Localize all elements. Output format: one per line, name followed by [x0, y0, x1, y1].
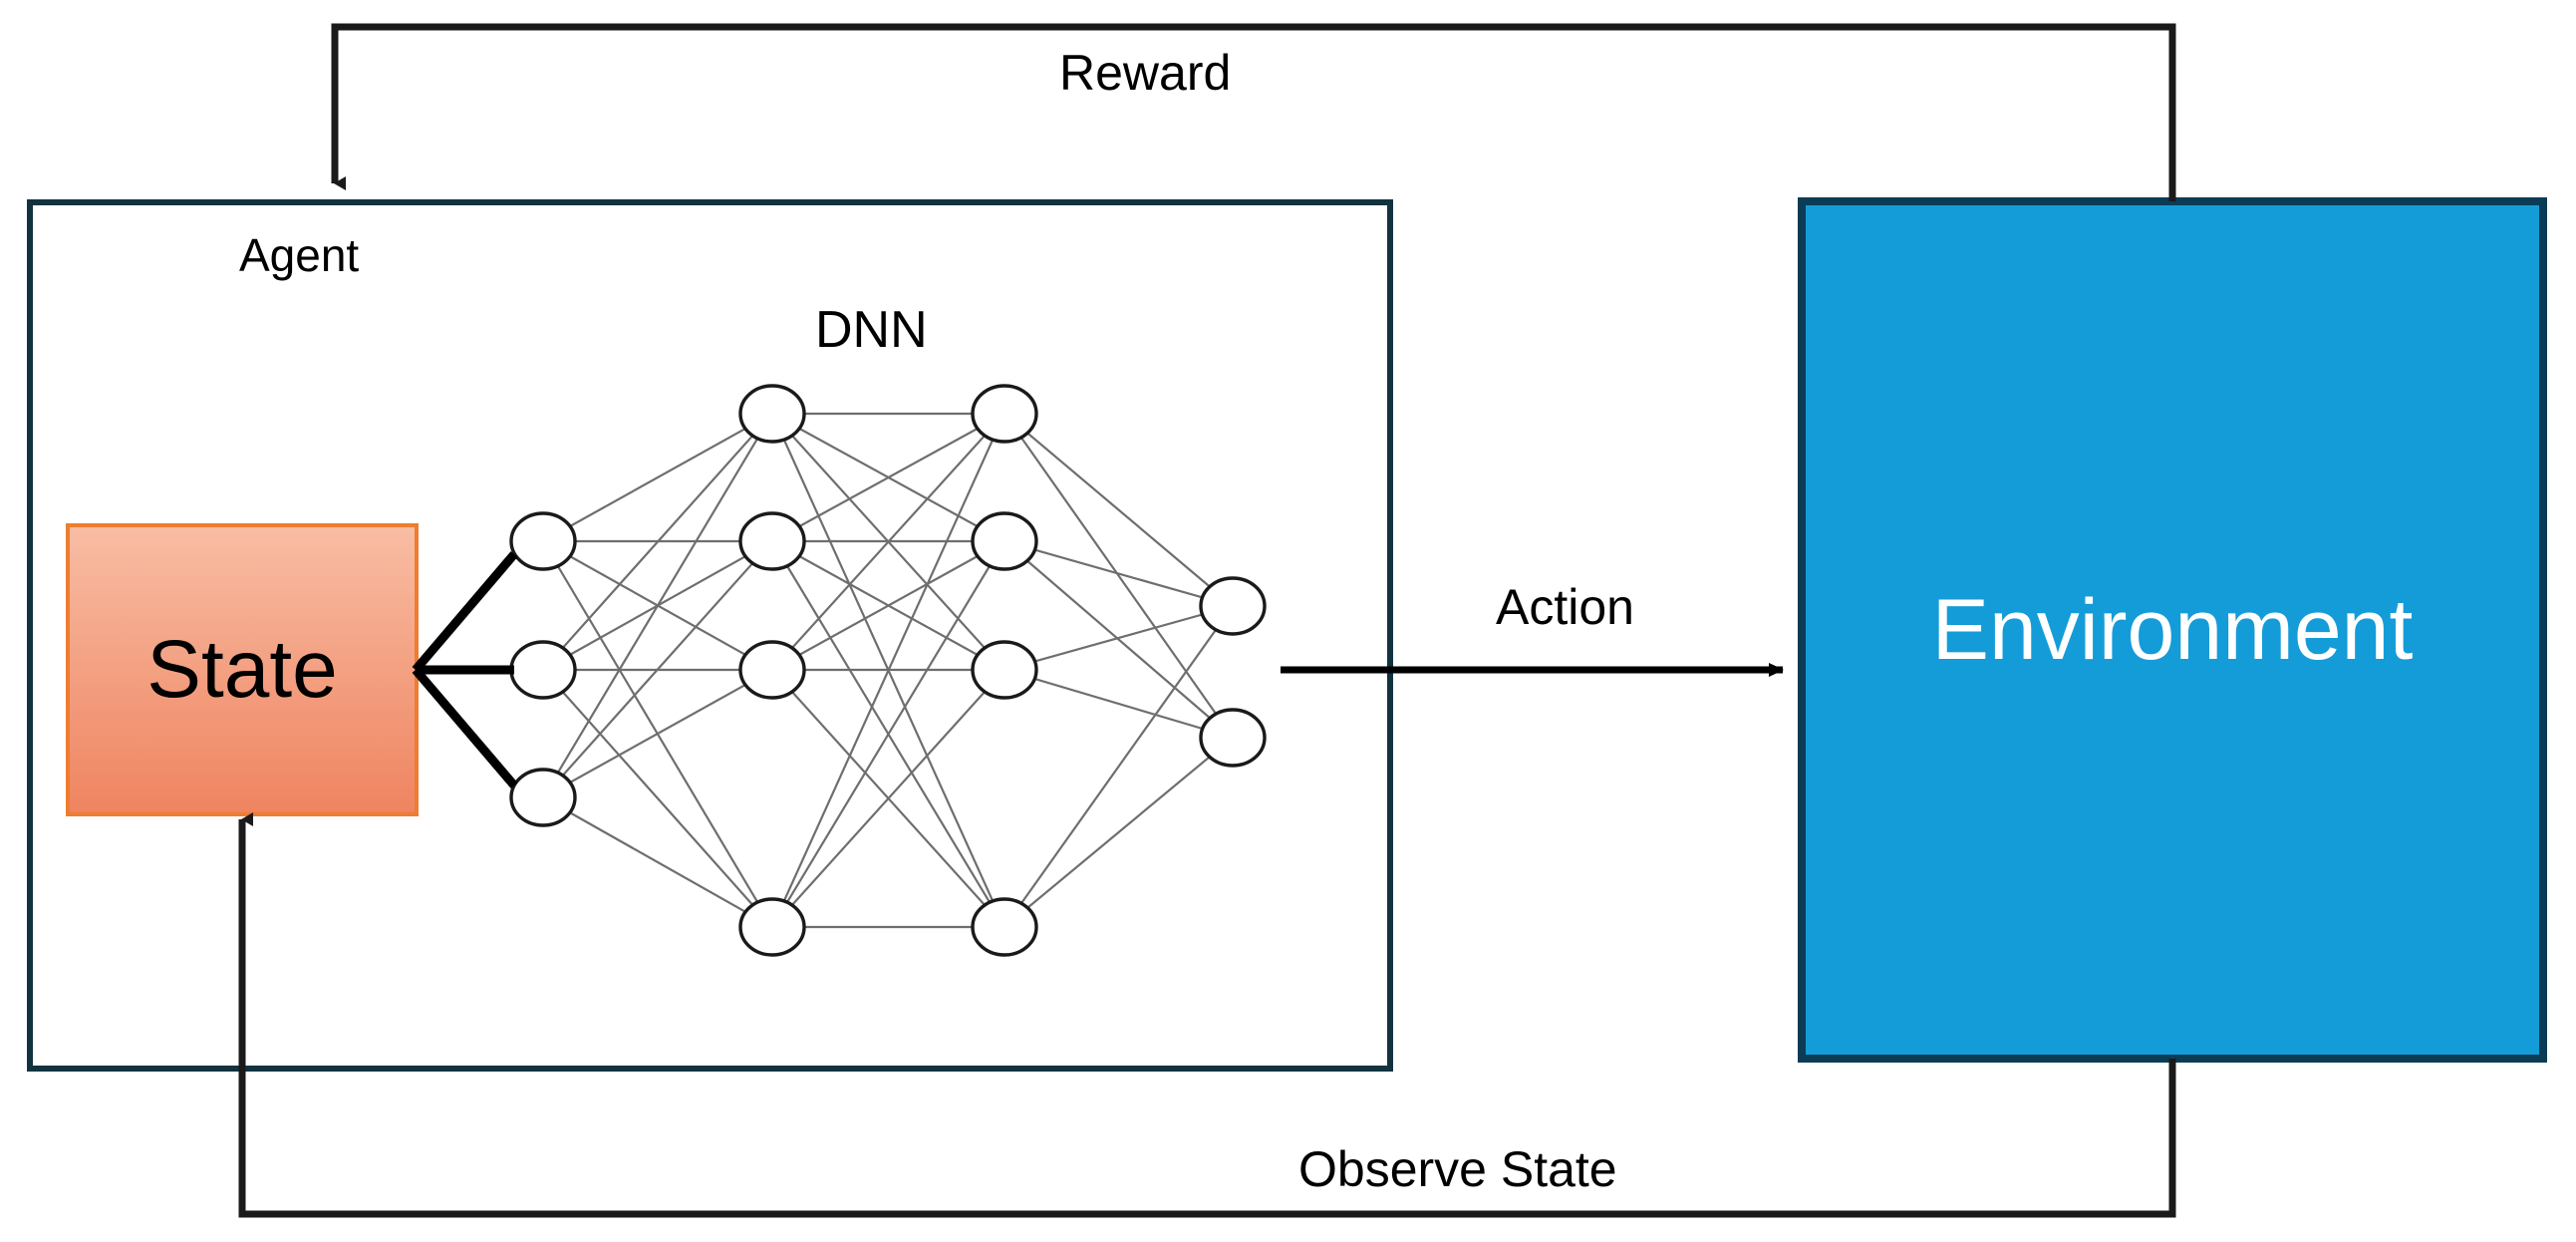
reward-arrow: [331, 23, 2176, 201]
observe-state-arrow: [238, 812, 2176, 1218]
environment-box: [1798, 197, 2547, 1063]
dnn-node-input-1: [509, 511, 577, 571]
dnn-node-hidden1-3: [738, 640, 806, 700]
dnn-node-hidden2-4: [971, 897, 1038, 957]
dnn-node-hidden2-2: [971, 511, 1038, 571]
dnn-nodes: [509, 384, 1267, 957]
reward-label: Reward: [1059, 45, 1232, 101]
dnn-node-hidden1-1: [738, 384, 806, 444]
dnn-node-output-1: [1199, 576, 1267, 636]
agent-label: Agent: [239, 229, 360, 281]
action-label: Action: [1496, 579, 1634, 635]
dnn-node-input-2: [509, 640, 577, 700]
dnn-node-hidden2-3: [971, 640, 1038, 700]
dnn-node-input-3: [509, 768, 577, 827]
observe-state-label: Observe State: [1298, 1141, 1617, 1197]
state-to-dnn-connector: [412, 551, 518, 788]
dnn-edges: [542, 412, 1234, 929]
environment-label: Environment: [1931, 581, 2414, 678]
dnn-node-hidden1-4: [738, 897, 806, 957]
dnn-label: DNN: [815, 301, 928, 359]
dnn-node-hidden2-1: [971, 384, 1038, 444]
state-label: State: [146, 624, 338, 715]
dnn-node-hidden1-2: [738, 511, 806, 571]
dnn-node-output-2: [1199, 708, 1267, 768]
